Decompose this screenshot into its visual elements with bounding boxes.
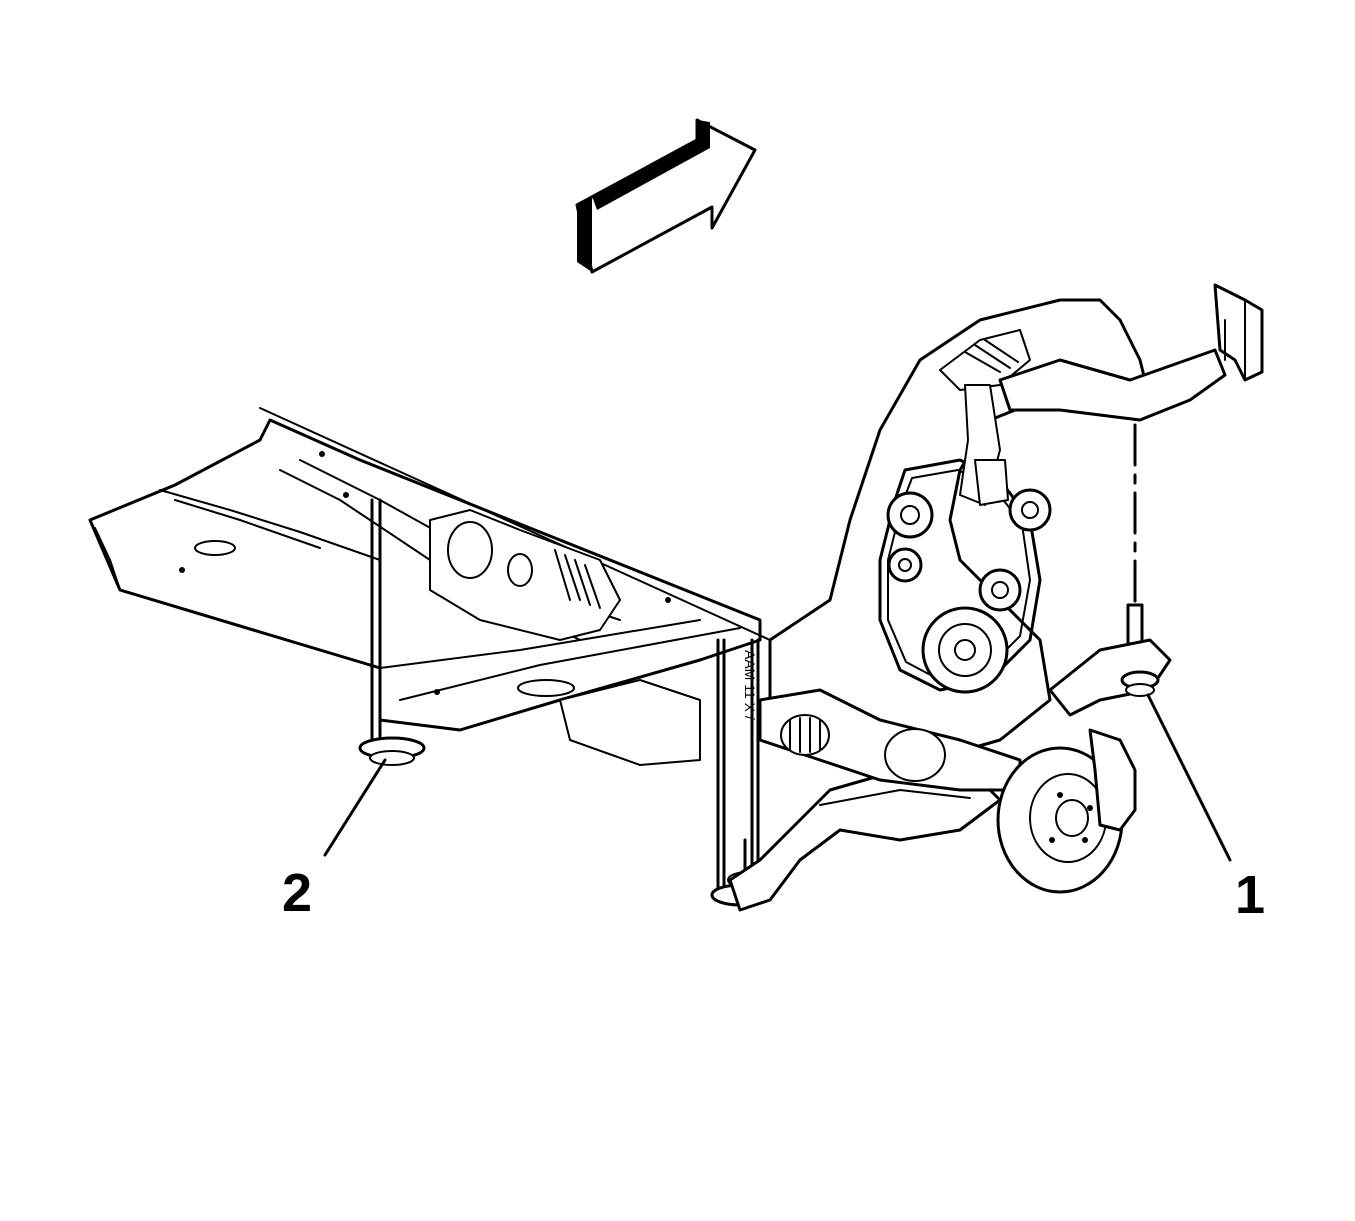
callout-1: 1	[1235, 865, 1266, 925]
frame-marking: AAM 11 X /	[742, 650, 758, 720]
leader-line-2	[323, 758, 387, 857]
leader-line-1	[1146, 693, 1232, 862]
steering-gear	[429, 509, 701, 766]
upper-cross-brace	[998, 283, 1264, 422]
callout-2: 2	[282, 863, 313, 923]
front-direction-arrow	[575, 118, 757, 274]
frame-rail	[88, 407, 771, 732]
left-mount-guides	[358, 498, 426, 766]
lower-control-arm	[728, 768, 1002, 912]
brake-rotor	[996, 728, 1137, 894]
right-mount	[1048, 423, 1172, 717]
